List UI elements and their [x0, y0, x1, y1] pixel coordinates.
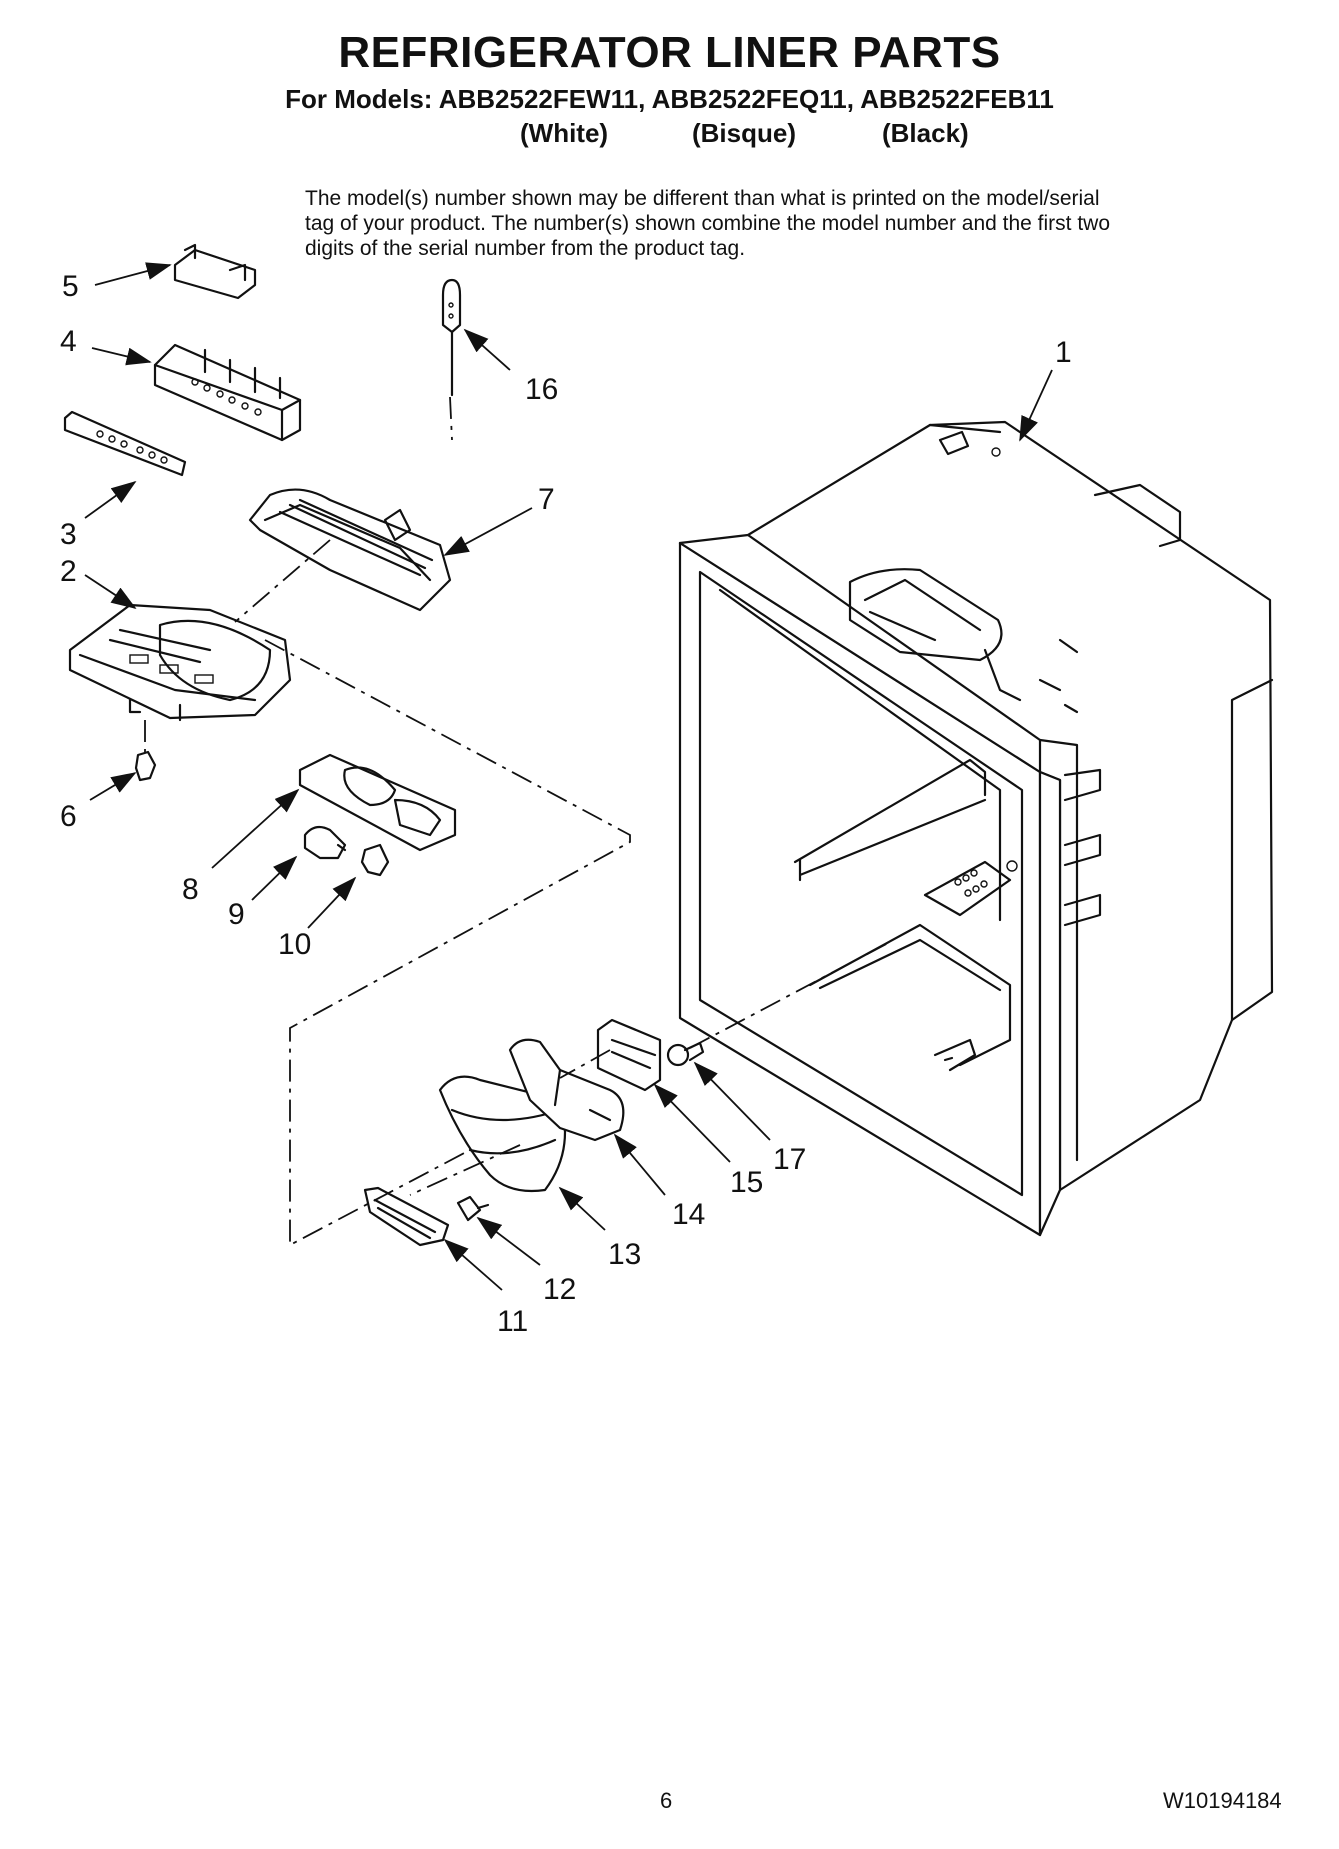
- callout-4: 4: [60, 325, 77, 358]
- callout-16: 16: [525, 373, 559, 406]
- part-14: [508, 1038, 625, 1142]
- assembly-dashline-lower: [409, 941, 891, 1196]
- color-black: (Black): [882, 118, 969, 148]
- liner-part-1: [678, 420, 1274, 1237]
- part-4: [153, 343, 302, 442]
- callout-2: 2: [60, 555, 77, 588]
- part-15: [596, 1018, 662, 1092]
- callout-8: 8: [182, 873, 199, 906]
- callout-7: 7: [538, 483, 555, 516]
- part-11: [363, 1186, 450, 1247]
- part-7: [248, 488, 452, 612]
- part-3: [63, 410, 187, 477]
- callout-3: 3: [60, 518, 77, 551]
- part-5: [173, 243, 257, 300]
- document-number: W10194184: [1163, 1788, 1282, 1813]
- callout-1: 1: [1055, 336, 1072, 369]
- part-2: [68, 603, 292, 722]
- color-white: (White): [520, 118, 609, 148]
- callout-arrows: [84, 262, 1053, 1291]
- callout-9: 9: [228, 898, 245, 931]
- callout-11: 11: [497, 1305, 529, 1338]
- callout-5: 5: [62, 270, 79, 303]
- page-number: 6: [660, 1788, 673, 1813]
- assembly-dashline-upper: [144, 396, 631, 1247]
- page-title: REFRIGERATOR LINER PARTS: [338, 28, 1001, 77]
- callout-10: 10: [278, 928, 312, 961]
- part-8: [298, 753, 457, 852]
- model-list: For Models: ABB2522FEW11, ABB2522FEQ11, …: [285, 84, 1054, 114]
- callout-12: 12: [543, 1273, 577, 1306]
- part-10: [360, 843, 390, 877]
- callout-6: 6: [60, 800, 77, 833]
- part-17: [666, 1041, 705, 1067]
- callout-13: 13: [608, 1238, 642, 1271]
- callout-14: 14: [672, 1198, 706, 1231]
- part-6: [134, 750, 157, 782]
- part-9: [303, 825, 347, 860]
- part-16: [441, 278, 462, 397]
- callout-17: 17: [773, 1143, 807, 1176]
- callout-15: 15: [730, 1166, 764, 1199]
- model-number-note: The model(s) number shown may be differe…: [305, 187, 1111, 260]
- color-bisque: (Bisque): [692, 118, 796, 148]
- part-12: [456, 1195, 490, 1222]
